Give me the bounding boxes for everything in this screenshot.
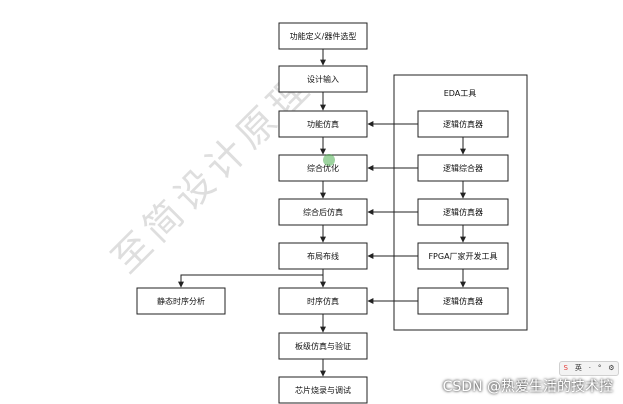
svg-text:逻辑仿真器: 逻辑仿真器: [443, 119, 483, 129]
node-eda-fpga-vendor: FPGA厂家开发工具: [417, 242, 509, 270]
node-post-synth-sim: 综合后仿真: [278, 198, 368, 226]
toolbar-gear-icon[interactable]: ⚙: [608, 364, 615, 372]
node-eda-logic-sim-1: 逻辑仿真器: [417, 110, 509, 138]
svg-text:布局布线: 布局布线: [307, 251, 339, 261]
node-eda-logic-sim-3: 逻辑仿真器: [417, 287, 509, 315]
svg-text:静态时序分析: 静态时序分析: [157, 296, 205, 306]
eda-tools-title: EDA工具: [444, 89, 477, 98]
node-eda-logic-synth: 逻辑综合器: [417, 154, 509, 182]
node-chip-program: 芯片烧录与调试: [278, 376, 368, 404]
svg-text:功能定义/器件选型: 功能定义/器件选型: [290, 31, 357, 41]
svg-text:综合优化: 综合优化: [307, 163, 339, 173]
node-eda-logic-sim-2: 逻辑仿真器: [417, 198, 509, 226]
svg-text:逻辑仿真器: 逻辑仿真器: [443, 296, 483, 306]
svg-text:设计输入: 设计输入: [307, 74, 339, 84]
edge-pr-to-static-timing: [178, 274, 323, 288]
svg-text:FPGA厂家开发工具: FPGA厂家开发工具: [428, 251, 497, 261]
toolbar-degree-icon[interactable]: °: [597, 364, 602, 372]
node-func-sim: 功能仿真: [278, 110, 368, 138]
svg-text:逻辑仿真器: 逻辑仿真器: [443, 207, 483, 217]
toolbar-dot-icon[interactable]: ·: [588, 364, 591, 372]
cursor-highlight: [323, 154, 335, 166]
svg-text:逻辑综合器: 逻辑综合器: [443, 163, 483, 173]
svg-text:芯片烧录与调试: 芯片烧录与调试: [295, 385, 351, 395]
node-board-sim: 板级仿真与验证: [278, 332, 368, 360]
node-place-route: 布局布线: [278, 242, 368, 270]
svg-text:综合后仿真: 综合后仿真: [303, 207, 343, 217]
node-synthesis: 综合优化: [278, 154, 368, 182]
node-spec: 功能定义/器件选型: [278, 22, 368, 50]
node-static-timing: 静态时序分析: [136, 287, 226, 315]
toolbar-lang[interactable]: 英: [574, 364, 582, 372]
svg-text:时序仿真: 时序仿真: [307, 296, 339, 306]
sougou-logo-icon[interactable]: S: [563, 364, 568, 372]
mini-toolbar: S 英 · ° ⚙: [559, 361, 619, 376]
svg-text:功能仿真: 功能仿真: [307, 119, 339, 129]
node-timing-sim: 时序仿真: [278, 287, 368, 315]
svg-text:板级仿真与验证: 板级仿真与验证: [295, 341, 351, 351]
eda-tools-frame: [393, 74, 528, 331]
node-design-input: 设计输入: [278, 65, 368, 93]
csdn-credit: CSDN @热爱生活的技术控: [442, 379, 613, 395]
